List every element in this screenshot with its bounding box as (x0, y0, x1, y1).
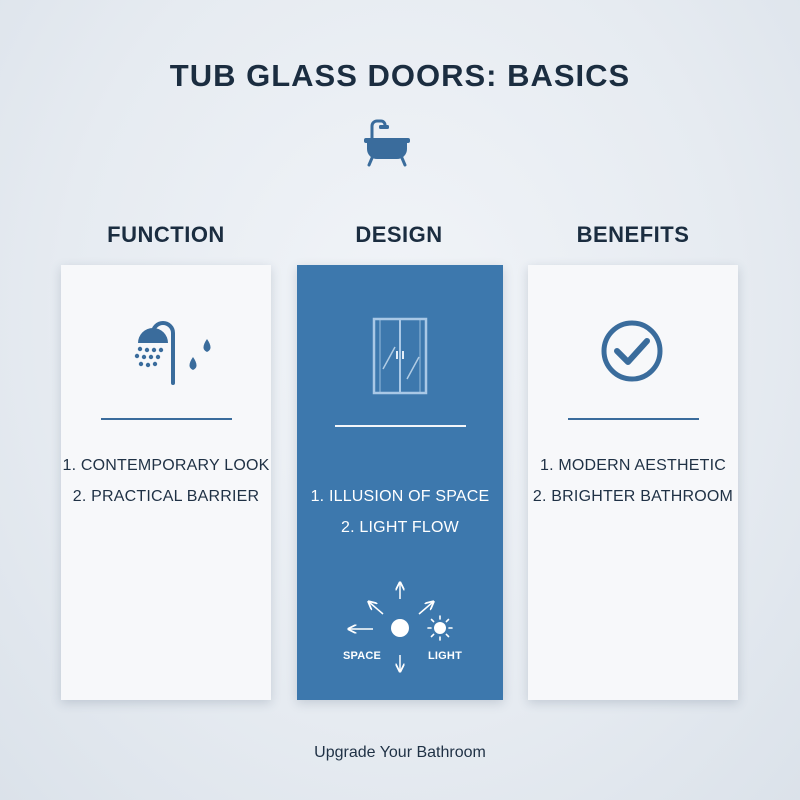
benefits-heading: BENEFITS (576, 222, 690, 247)
benefits-item-1: 1. MODERN AESTHETIC (539, 457, 727, 474)
space-light-diagram: SPACE LIGHT (337, 577, 463, 677)
benefits-divider (568, 418, 699, 420)
space-light-arrows (337, 577, 453, 677)
space-label: SPACE (343, 650, 382, 662)
light-label: LIGHT (428, 650, 462, 662)
footer-tagline: Upgrade Your Bathroom (314, 744, 486, 761)
shower-head-icon (134, 321, 211, 385)
function-heading: FUNCTION (107, 222, 225, 247)
function-item-2: 2. PRACTICAL BARRIER (72, 488, 260, 505)
design-divider (335, 425, 466, 427)
benefits-item-2: 2. BRIGHTER BATHROOM (532, 488, 734, 505)
page-title: TUB GLASS DOORS: BASICS (169, 58, 631, 93)
bathtub-icon (364, 119, 410, 167)
glass-door-icon (372, 317, 428, 395)
design-card: 1. ILLUSION OF SPACE 2. LIGHT FLOW (297, 265, 503, 700)
center-circle (391, 619, 409, 637)
function-divider (101, 418, 232, 420)
check-circle-icon (601, 320, 663, 382)
design-heading: DESIGN (355, 222, 443, 247)
design-item-2: 2. LIGHT FLOW (341, 519, 459, 536)
function-item-1: 1. CONTEMPORARY LOOK (62, 457, 270, 474)
sun-icon (427, 615, 453, 641)
design-item-1: 1. ILLUSION OF SPACE (310, 488, 490, 505)
function-card: 1. CONTEMPORARY LOOK 2. PRACTICAL BARRIE… (61, 265, 271, 700)
benefits-card: 1. MODERN AESTHETIC 2. BRIGHTER BATHROOM (528, 265, 738, 700)
